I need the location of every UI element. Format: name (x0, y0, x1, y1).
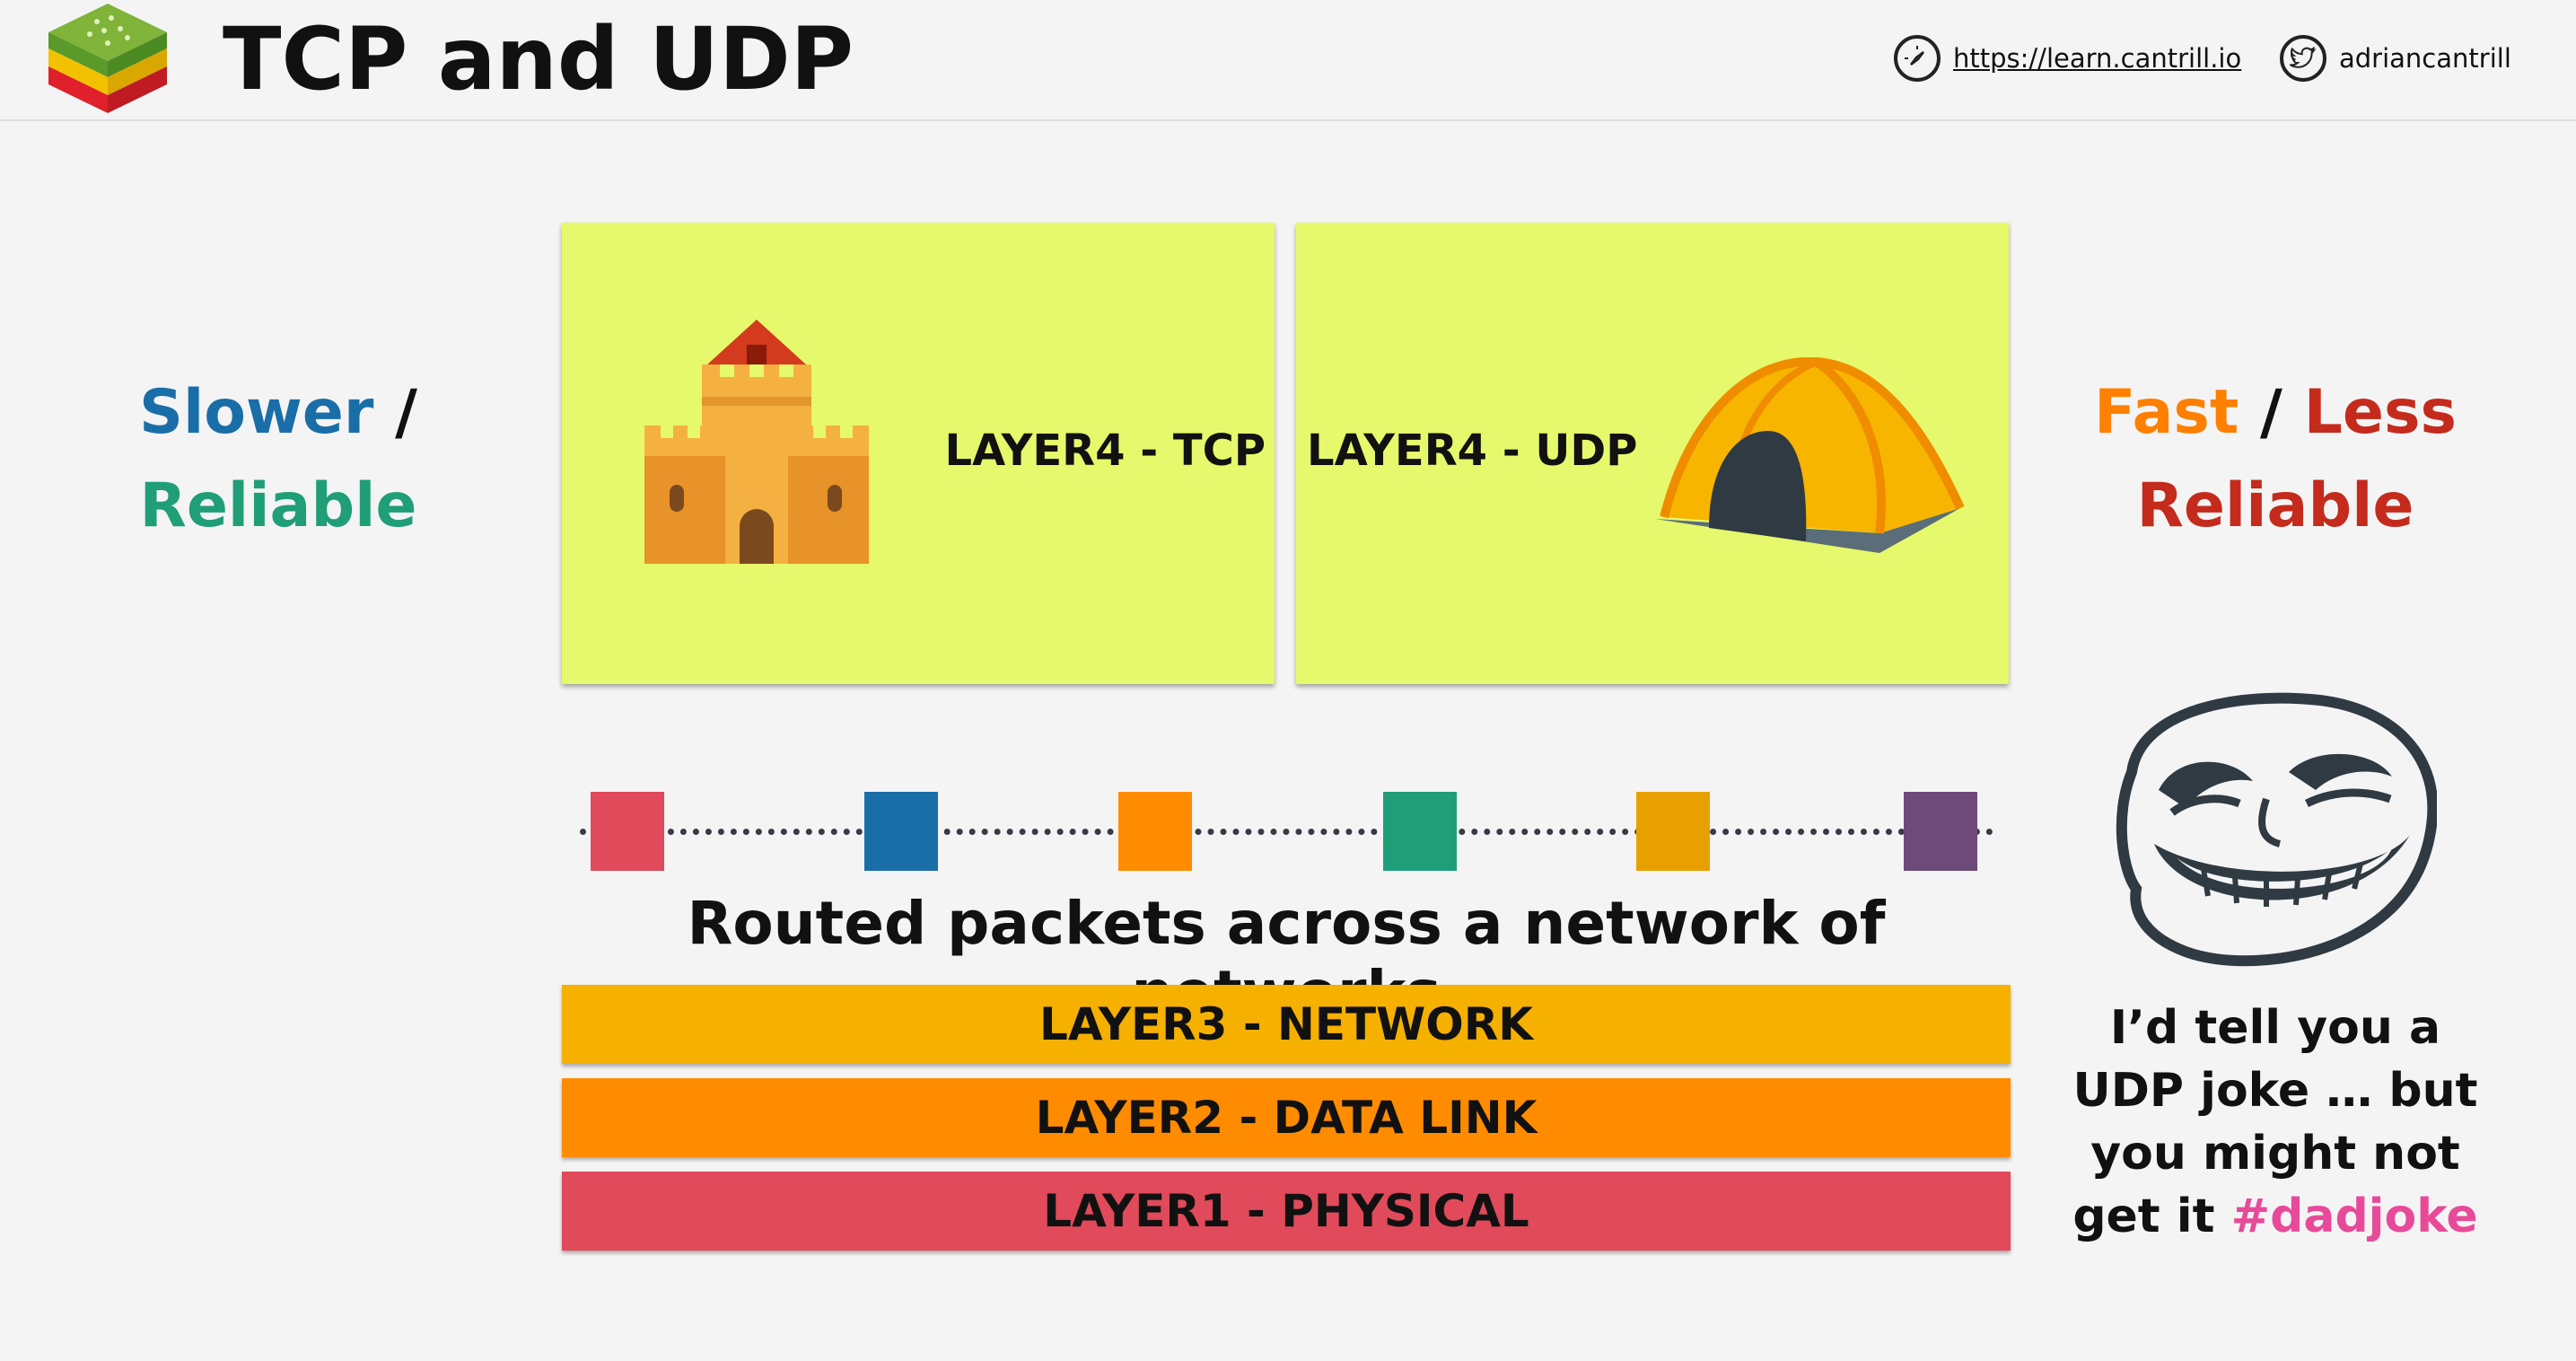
twitter-icon (2280, 35, 2326, 82)
castle-icon (644, 320, 869, 567)
tcp-panel: LAYER4 - TCP (562, 223, 1275, 684)
less-label: Less (2303, 377, 2457, 448)
compass-icon (1894, 35, 1941, 82)
slower-label: Slower (138, 377, 374, 448)
separator: / (395, 377, 417, 448)
joke-line: I’d tell you a (2109, 1001, 2441, 1055)
cantrill-logo-icon (45, 2, 171, 119)
troll-face-icon (2105, 691, 2439, 973)
udp-joke-text: I’d tell you a UDP joke … but you might … (2011, 997, 2540, 1248)
dadjoke-hashtag: #dadjoke (2230, 1190, 2478, 1243)
packet (864, 792, 938, 871)
packet (1383, 792, 1457, 871)
udp-panel: LAYER4 - UDP (1296, 223, 2009, 684)
site-link-group[interactable]: https://learn.cantrill.io (1894, 31, 2241, 86)
udp-layer-label: LAYER4 - UDP (1307, 426, 1638, 476)
fast-label: Fast (2094, 377, 2239, 448)
tent-icon (1655, 356, 1969, 558)
twitter-handle[interactable]: adriancantrill (2339, 43, 2511, 74)
udp-characteristics: Fast / Less Reliable (2028, 366, 2522, 553)
packet (1904, 792, 1977, 871)
reliable-label: Reliable (2136, 470, 2414, 541)
layer3-network-bar: LAYER3 - NETWORK (562, 985, 2011, 1064)
site-link[interactable]: https://learn.cantrill.io (1953, 43, 2242, 74)
packet (1636, 792, 1710, 871)
joke-line: you might not (2090, 1127, 2460, 1181)
page-title: TCP and UDP (223, 9, 854, 110)
layer1-physical-bar: LAYER1 - PHYSICAL (562, 1172, 2011, 1251)
tcp-layer-label: LAYER4 - TCP (944, 426, 1266, 476)
joke-line: UDP joke … but (2072, 1064, 2478, 1118)
joke-line: get it (2072, 1190, 2215, 1243)
packet-path-line (580, 829, 1993, 835)
twitter-link-group[interactable]: adriancantrill (2280, 31, 2511, 86)
layer2-data-link-bar: LAYER2 - DATA LINK (562, 1078, 2011, 1157)
header: TCP and UDP https://learn.cantrill.io ad… (0, 0, 2576, 121)
reliable-label: Reliable (139, 470, 417, 541)
packet (1118, 792, 1192, 871)
tcp-characteristics: Slower / Reliable (108, 366, 449, 553)
separator: / (2260, 377, 2282, 448)
packet (591, 792, 664, 871)
